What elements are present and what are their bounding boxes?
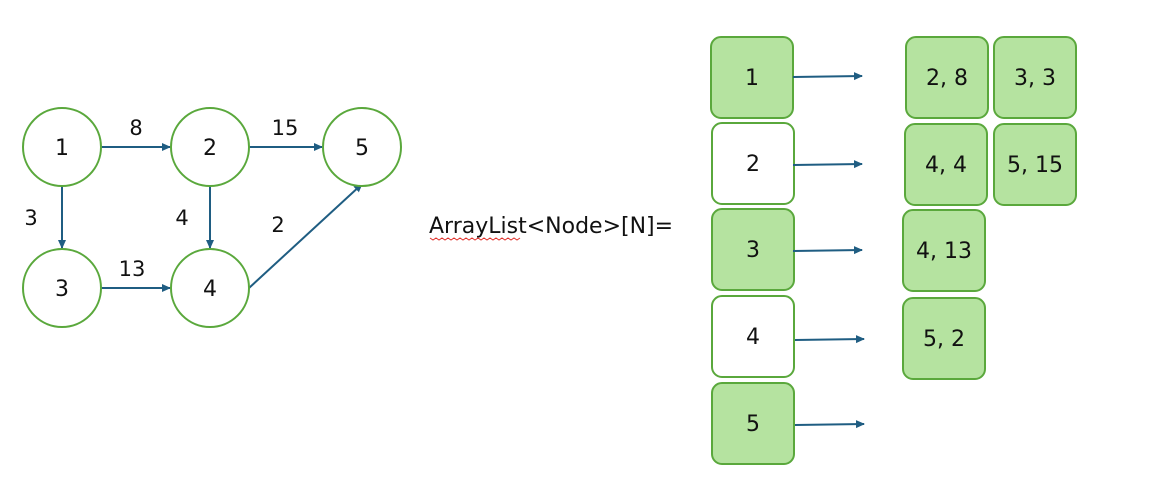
declaration-type: ArrayList [429,214,527,239]
edge-weight-2-5: 15 [272,116,299,140]
graph-node-label: 1 [55,136,69,161]
graph-node-1: 1 [22,107,102,187]
entry-box [993,36,1077,119]
index-box-3 [711,208,795,291]
graph-node-2: 2 [170,107,250,187]
adjacency-row-3: 3 4, 13 [711,208,986,292]
row-arrow [792,72,863,81]
index-label: 3 [746,238,760,263]
entry-label: 4, 13 [916,239,972,264]
graph: 8 15 3 4 13 2 1 2 5 3 4 [22,107,402,328]
entry-box [902,209,986,292]
index-box-5 [711,382,795,465]
row-arrow [794,335,865,344]
entry-label: 2, 8 [926,66,968,91]
entry-label: 3, 3 [1014,66,1056,91]
adjacency-list: 1 2, 8 3, 3 2 4, 4 5, 15 3 4, 13 [710,36,1077,465]
declaration: ArrayList<Node>[N]= [429,214,673,241]
edge-weight-3-4: 13 [119,257,146,281]
graph-node-3: 3 [22,248,102,328]
adjacency-row-1: 1 2, 8 3, 3 [710,36,1077,119]
graph-node-label: 2 [203,136,217,161]
adjacency-row-5: 5 [711,382,865,465]
entry-box [902,297,986,380]
edge-weight-1-3: 3 [24,206,37,230]
declaration-generic: <Node>[N]= [527,214,673,239]
declaration-text: ArrayList<Node>[N]= [429,214,673,239]
index-label: 1 [745,66,759,91]
graph-node-4: 4 [170,248,250,328]
graph-node-label: 5 [355,136,369,161]
row-arrow [792,246,863,255]
entry-box [993,123,1077,206]
entry-box [904,123,988,206]
edge-weight-4-5: 2 [271,213,284,237]
spellcheck-underline [429,237,521,241]
row-arrow [794,420,865,429]
graph-node-5: 5 [322,107,402,187]
index-label: 4 [746,325,760,350]
adjacency-row-2: 2 4, 4 5, 15 [711,122,1077,206]
graph-node-label: 3 [55,277,69,302]
adjacency-row-4: 4 5, 2 [711,295,986,380]
edge-weight-1-2: 8 [129,116,142,140]
entry-label: 5, 2 [923,327,965,352]
edge-weight-2-4: 4 [175,206,188,230]
index-box-4 [711,295,795,378]
index-label: 2 [746,152,760,177]
entry-label: 4, 4 [925,153,967,178]
index-box-1 [710,36,794,119]
graph-node-label: 4 [203,277,217,302]
index-box-2 [711,122,795,205]
row-arrow [792,160,863,169]
index-label: 5 [746,412,760,437]
entry-label: 5, 15 [1007,153,1063,178]
entry-box [905,36,989,119]
edge-4-5 [248,183,363,289]
